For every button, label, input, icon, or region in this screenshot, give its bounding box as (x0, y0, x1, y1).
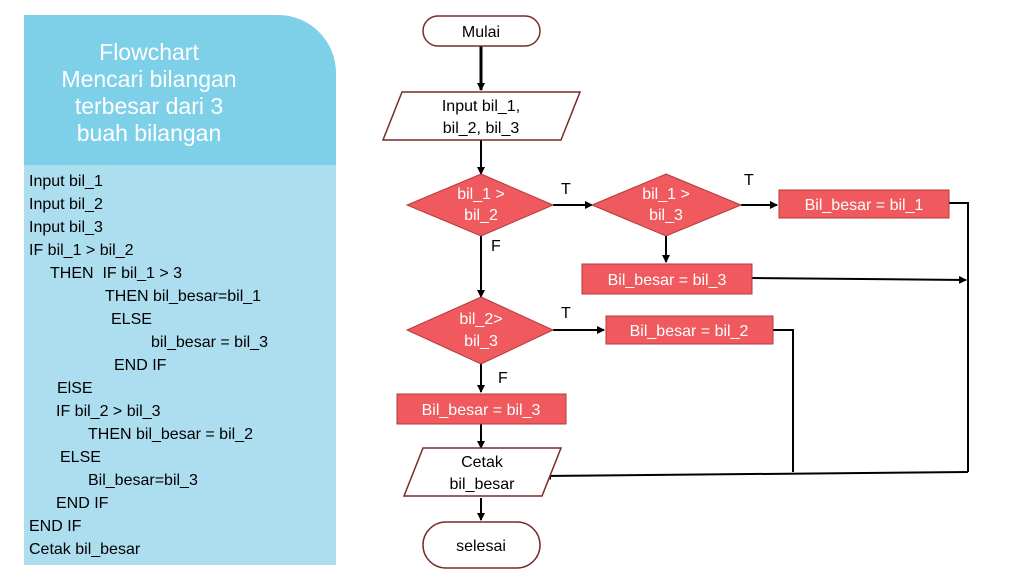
code-line: Input bil_1 (29, 173, 103, 190)
end-label: selesai (456, 538, 506, 555)
code-line: Input bil_2 (29, 196, 103, 213)
process-bil3-bottom-label: Bil_besar = bil_3 (422, 402, 541, 419)
start-label: Mulai (462, 24, 500, 41)
code-line: ELSE (111, 311, 152, 328)
process-bil-besar-bil3-top: Bil_besar = bil_3 (581, 263, 753, 295)
code-line: END IF (29, 518, 82, 535)
decision-bil1-bil2: bil_1 > bil_2 (405, 173, 555, 237)
decision1-label-line1: bil_1 > (457, 186, 505, 203)
code-line: bil_besar = bil_3 (151, 334, 268, 351)
code-line: THEN bil_besar=bil_1 (105, 288, 262, 305)
decision3-label-line1: bil_2> (459, 311, 502, 328)
connector-box3-merge (751, 275, 967, 284)
input-parallelogram: Input bil_1, bil_2, bil_3 (381, 91, 582, 141)
process-bil-besar-bil2: Bil_besar = bil_2 (605, 315, 774, 345)
code-line: Input bil_3 (29, 219, 103, 236)
start-terminator: Mulai (422, 15, 541, 47)
title-panel: Flowchart Mencari bilangan terbesar dari… (24, 15, 336, 165)
input-label-line1: Input bil_1, (442, 98, 520, 115)
code-line: ElSE (57, 380, 93, 397)
code-line: ELSE (60, 449, 101, 466)
output-parallelogram: Cetak bil_besar (402, 447, 563, 497)
code-line: Cetak bil_besar (29, 541, 141, 558)
connector-merge-output (543, 471, 969, 480)
code-line: IF bil_2 > bil_3 (56, 403, 161, 420)
connector-box1-merge (949, 202, 969, 472)
branch-label-true-1: T (561, 181, 571, 198)
code-line: IF bil_1 > bil_2 (29, 242, 134, 259)
process-bil3-top-label: Bil_besar = bil_3 (608, 272, 727, 289)
decision2-label-line2: bil_3 (649, 207, 683, 224)
branch-label-true-2: T (744, 172, 754, 189)
title-line-4: buah bilangan (76, 120, 222, 146)
branch-label-false-1: F (491, 238, 501, 255)
code-line: THEN bil_besar = bil_2 (88, 426, 253, 443)
connectors (477, 46, 969, 521)
code-line: END IF (56, 495, 109, 512)
decision-bil2-bil3: bil_2> bil_3 (405, 296, 555, 365)
code-line: Bil_besar=bil_3 (88, 472, 198, 489)
code-line: END IF (114, 357, 167, 374)
branch-label-true-3: T (561, 305, 571, 322)
pseudocode-panel: Input bil_1 Input bil_2 Input bil_3 IF b… (24, 165, 336, 565)
input-label-line2: bil_2, bil_3 (443, 120, 520, 137)
decision1-label-line2: bil_2 (464, 207, 498, 224)
process-bil-besar-bil1: Bil_besar = bil_1 (778, 189, 950, 219)
process-bil1-label: Bil_besar = bil_1 (805, 197, 924, 214)
title-line-1: Flowchart (99, 39, 199, 65)
connector-box2-merge (773, 329, 794, 472)
decision-bil1-bil3: bil_1 > bil_3 (590, 173, 743, 237)
branch-label-false-2: F (498, 370, 508, 387)
process-bil2-label: Bil_besar = bil_2 (630, 323, 749, 340)
output-label-line2: bil_besar (450, 476, 516, 493)
end-terminator: selesai (422, 521, 541, 569)
title-line-2: Mencari bilangan (61, 66, 237, 92)
process-bil-besar-bil3-bottom: Bil_besar = bil_3 (396, 393, 567, 425)
code-line: THEN IF bil_1 > 3 (50, 265, 183, 282)
decision3-label-line2: bil_3 (464, 333, 498, 350)
output-label-line1: Cetak (461, 454, 504, 471)
title-line-3: terbesar dari 3 (74, 93, 224, 119)
decision2-label-line1: bil_1 > (642, 186, 690, 203)
